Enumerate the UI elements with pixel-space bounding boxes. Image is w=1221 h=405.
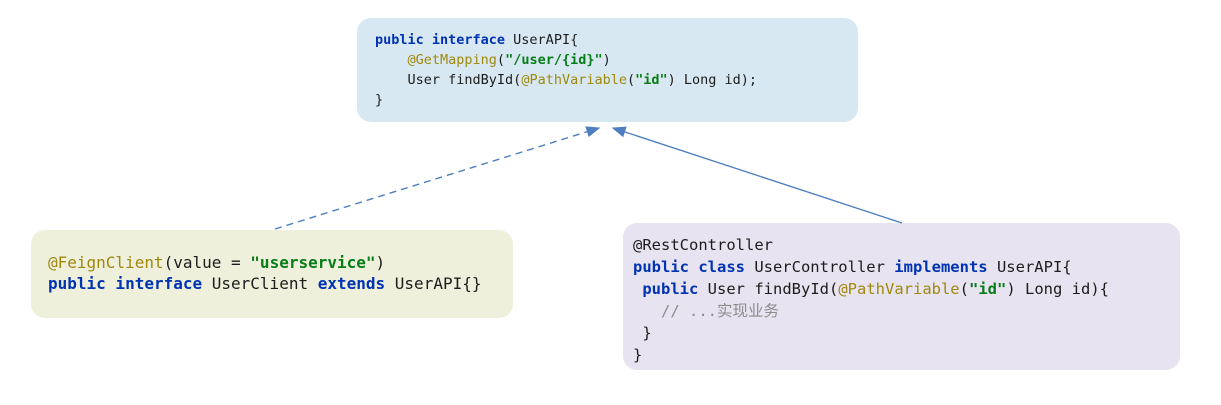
extends-arrow-dashed bbox=[274, 126, 601, 230]
code-token: } bbox=[375, 92, 384, 108]
code-line: } bbox=[633, 322, 1180, 344]
code-token: ) bbox=[602, 52, 611, 68]
userapi-interface-code-box: public interface UserAPI{ @GetMapping("/… bbox=[357, 18, 858, 122]
code-token: UserAPI{ bbox=[505, 32, 579, 48]
code-token: ) Long id){ bbox=[1006, 280, 1109, 298]
code-token: implements bbox=[894, 258, 988, 276]
code-token: "id" bbox=[969, 280, 1007, 298]
code-token: "userservice" bbox=[250, 253, 376, 272]
code-token: ( bbox=[496, 52, 506, 68]
code-token: User findById( bbox=[375, 72, 522, 88]
code-token: @FeignClient bbox=[48, 253, 164, 272]
code-token: public class bbox=[633, 258, 745, 276]
code-token bbox=[375, 52, 408, 68]
code-token: ( bbox=[959, 280, 969, 298]
code-line: @GetMapping("/user/{id}") bbox=[375, 50, 858, 70]
code-line: public class UserController implements U… bbox=[633, 256, 1180, 278]
code-token: "/user/{id}" bbox=[505, 52, 603, 68]
code-token: ( bbox=[626, 72, 636, 88]
code-token: ) Long id); bbox=[667, 72, 758, 88]
code-line: public interface UserClient extends User… bbox=[48, 273, 513, 294]
code-token: UserAPI{ bbox=[987, 258, 1072, 276]
code-token: @RestController bbox=[633, 236, 773, 254]
code-token bbox=[633, 280, 642, 298]
code-token: User findById( bbox=[698, 280, 839, 298]
code-line: User findById(@PathVariable("id") Long i… bbox=[375, 70, 858, 90]
code-line: // ...实现业务 bbox=[633, 300, 1180, 322]
code-line: @FeignClient(value = "userservice") bbox=[48, 252, 513, 273]
code-token: UserController bbox=[744, 258, 895, 276]
code-token: public bbox=[642, 280, 699, 298]
code-token: UserAPI{} bbox=[385, 274, 482, 293]
code-line: @RestController bbox=[633, 234, 1180, 256]
code-token: @GetMapping bbox=[407, 52, 497, 68]
code-token: ) bbox=[375, 253, 386, 272]
code-token: UserClient bbox=[202, 274, 318, 293]
code-token: // ...实现业务 bbox=[633, 302, 779, 320]
code-token: @PathVariable bbox=[838, 280, 960, 298]
implements-arrow-solid bbox=[611, 126, 903, 224]
code-token: (value = bbox=[163, 253, 251, 272]
code-token: } bbox=[633, 346, 643, 364]
code-token: "id" bbox=[635, 72, 668, 88]
code-line: } bbox=[633, 344, 1180, 366]
code-token: extends bbox=[317, 274, 386, 293]
code-line: public User findById(@PathVariable("id")… bbox=[633, 278, 1180, 300]
code-line: public interface UserAPI{ bbox=[375, 30, 858, 50]
code-line: } bbox=[375, 90, 858, 110]
feign-client-code-box: @FeignClient(value = "userservice")publi… bbox=[31, 230, 513, 318]
code-token: public interface bbox=[48, 274, 203, 293]
rest-controller-code-box: @RestController public class UserControll… bbox=[623, 223, 1180, 370]
code-token: } bbox=[633, 324, 652, 342]
code-token: public interface bbox=[375, 32, 506, 48]
code-token: @PathVariable bbox=[521, 72, 627, 88]
